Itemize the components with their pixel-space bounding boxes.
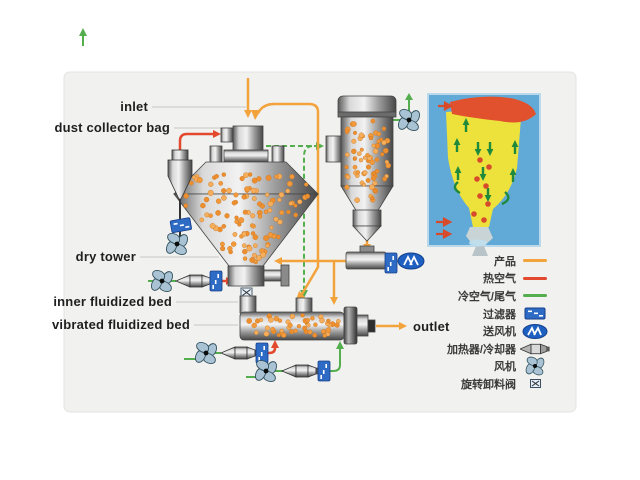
blower-icon [516,323,554,339]
cyclone-separator [325,95,397,242]
heater-cooler-icon [516,342,554,356]
heater-top-flange [171,149,189,162]
label-inlet: inlet [120,99,148,114]
dry-tower [173,125,319,298]
label-outlet: outlet [413,319,450,334]
fan-icon [150,269,174,293]
main-hot-air-train [165,149,193,256]
exhaust-fan-icon [397,108,421,132]
label-inner-fluidized-bed: inner fluidized bed [53,294,172,309]
hot-air-line-icon [516,276,554,280]
product-lines [244,78,407,330]
filter-icon [516,307,554,320]
fan-icon [165,232,189,256]
cold-air-lines [79,28,413,378]
label-vibrated-fluidized-bed: vibrated fluidized bed [51,317,190,332]
legend-row-fan: 风机 [424,355,554,377]
filter-icon [384,252,398,274]
legend-row-blower: 送风机 [424,322,554,340]
label-dry-tower: dry tower [75,249,136,264]
vibrated-fluidized-bed [239,295,376,345]
cold-air-line-icon [516,294,554,298]
legend: 产品 热空气 冷空气/尾气 过滤器 送风机 加热器/冷却器 风机 旋转卸料阀 [424,252,554,393]
legend-row-hot-air: 热空气 [424,270,554,288]
legend-row-filter: 过滤器 [424,305,554,323]
filter-icon [317,360,331,382]
blower-icon [397,252,425,270]
filter-icon [209,270,223,292]
fan-icon [516,355,554,377]
legend-row-cold-air: 冷空气/尾气 [424,287,554,305]
legend-row-product: 产品 [424,252,554,270]
legend-row-heater-cooler: 加热器/冷却器 [424,340,554,358]
fan-icon [254,359,278,383]
tower-inset-detail [427,93,541,256]
rotary-valve-icon [516,379,554,389]
fan-icon [194,341,218,365]
label-leader-lines [140,106,246,326]
label-dust-collector-bag: dust collector bag [54,120,170,135]
filter-icon [255,342,269,364]
heater-icon [167,159,193,200]
legend-row-rotary-valve: 旋转卸料阀 [424,375,554,393]
product-line-icon [516,259,554,263]
